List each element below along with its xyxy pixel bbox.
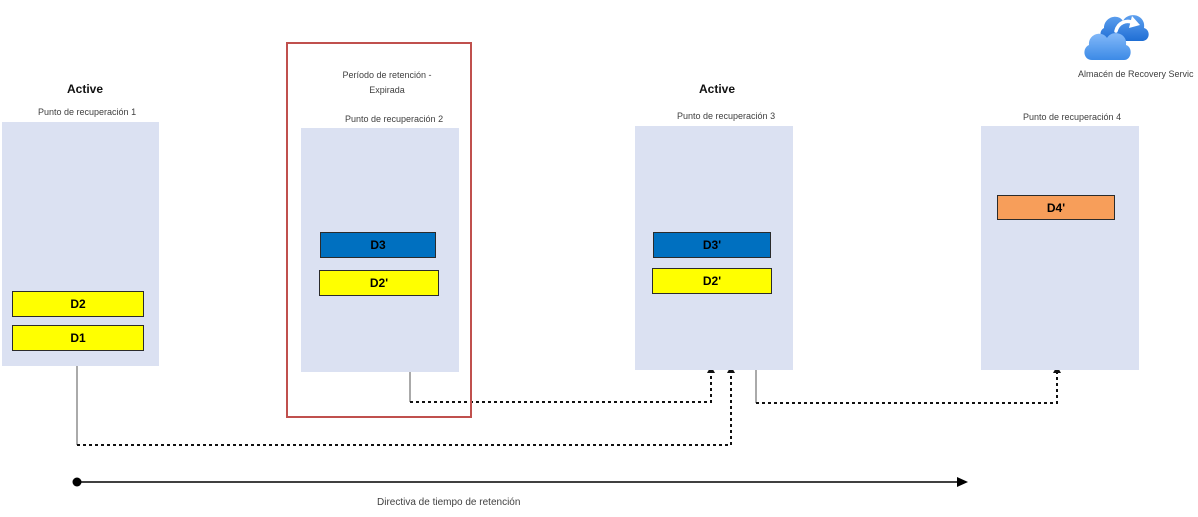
timeline-label: Directiva de tiempo de retención — [377, 497, 521, 508]
connector-rp2-to-rp3 — [410, 372, 712, 403]
rp4-panel — [981, 126, 1139, 370]
rp4-block-d4-prime: D4' — [997, 195, 1115, 220]
rp1-status: Active — [67, 82, 104, 96]
rp3-status: Active — [699, 82, 736, 96]
rp3-block-d2-prime: D2' — [652, 268, 772, 294]
rp3-label: Punto de recuperación 3 — [677, 111, 776, 121]
cloud-sync-icon — [1084, 15, 1149, 60]
timeline-arrowhead — [957, 477, 968, 487]
rp2-expired-frame — [286, 42, 472, 418]
rp2-label: Punto de recuperación 2 — [345, 114, 444, 124]
rp2-status: Período de retención - Expirada — [342, 70, 432, 95]
rp1-block-d1: D1 — [12, 325, 144, 351]
rp1-label: Punto de recuperación 1 — [38, 107, 137, 117]
rp2-block-d3: D3 — [320, 232, 436, 258]
rp4-label: Punto de recuperación 4 — [1023, 112, 1122, 122]
connector-rp1-to-rp3 — [77, 372, 732, 446]
rp3-block-d3-prime: D3' — [653, 232, 771, 258]
rp1-block-d2: D2 — [12, 291, 144, 317]
recovery-vault-icon — [1082, 1, 1152, 61]
recovery-vault-label: Almacén de Recovery Servic — [1078, 69, 1194, 79]
connector-rp3-to-rp4 — [756, 372, 1058, 404]
rp2-block-d2-prime: D2' — [319, 270, 439, 296]
